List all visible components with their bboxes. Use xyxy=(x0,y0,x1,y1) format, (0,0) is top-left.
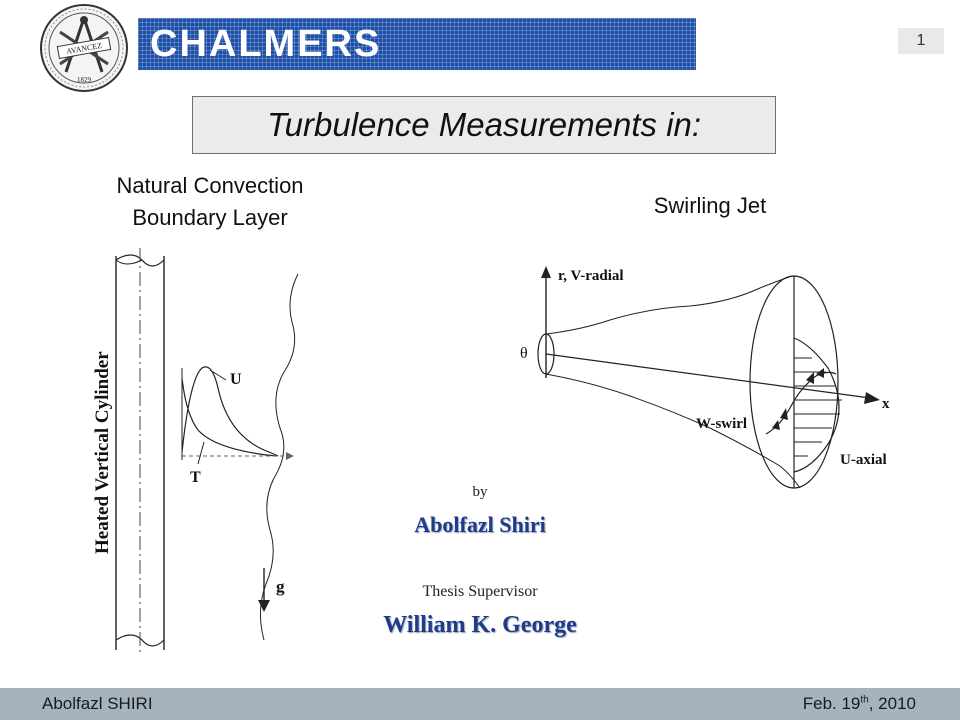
footer-date-prefix: Feb. 19 xyxy=(802,694,861,713)
left-heading-line2: Boundary Layer xyxy=(132,205,288,230)
footer-date: Feb. 19th, 2010 xyxy=(803,694,916,714)
right-heading: Swirling Jet xyxy=(653,193,767,218)
gravity-label: g xyxy=(276,577,285,596)
svg-text:1829: 1829 xyxy=(77,76,92,84)
page-number: 1 xyxy=(898,28,944,54)
velocity-label: U xyxy=(230,371,242,388)
chalmers-seal-logo: AVANCEZ 1829 xyxy=(40,4,128,92)
temperature-label: T xyxy=(190,469,201,486)
brand-name: CHALMERS xyxy=(150,23,382,65)
title-box: Turbulence Measurements in: xyxy=(192,96,776,154)
left-heading: Natural Convection Boundary Layer xyxy=(60,170,360,234)
footer-date-suffix: , 2010 xyxy=(868,694,916,713)
slide-title: Turbulence Measurements in: xyxy=(266,106,702,143)
supervisor-name: William K. George xyxy=(383,612,577,638)
author-name: Abolfazl Shiri xyxy=(414,512,546,537)
cylinder-boundary-layer-figure: Heated Vertical Cylinder U T g xyxy=(92,248,299,656)
supervisor-label: Thesis Supervisor xyxy=(422,583,538,600)
radial-label: r, V-radial xyxy=(558,268,624,284)
brand-banner: CHALMERS xyxy=(138,18,696,70)
left-heading-line1: Natural Convection xyxy=(116,173,304,198)
axial-label: U-axial xyxy=(840,452,887,468)
cylinder-label: Heated Vertical Cylinder xyxy=(92,351,113,554)
footer-bar: Abolfazl SHIRI Feb. 19th, 2010 xyxy=(0,688,960,720)
by-label: by xyxy=(472,484,488,500)
swirling-jet-figure: r, V-radial θ x xyxy=(520,266,890,489)
swirl-label: W-swirl xyxy=(696,416,747,432)
axis-x-label: x xyxy=(882,396,890,412)
footer-presenter: Abolfazl SHIRI xyxy=(42,694,153,713)
theta-label: θ xyxy=(520,345,528,362)
footer-date-sup: th xyxy=(860,694,869,706)
